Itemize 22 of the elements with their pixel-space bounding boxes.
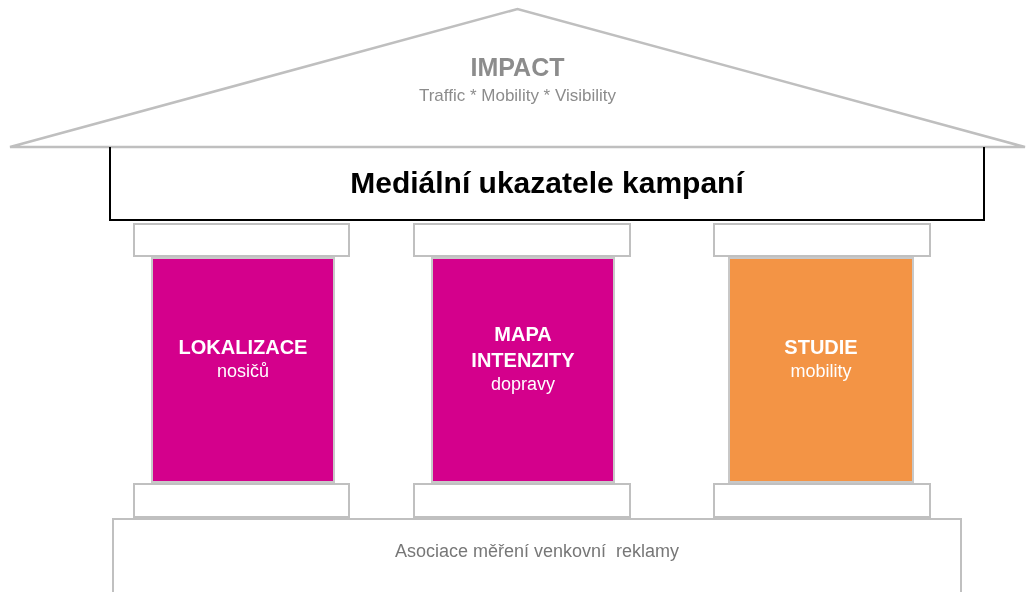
pillar-subtitle: dopravy	[490, 373, 555, 397]
column-slab	[133, 483, 350, 518]
column-slab	[413, 223, 631, 257]
pillar-subtitle: mobility	[790, 360, 852, 384]
column-slab	[713, 483, 931, 518]
pillar-title: MAPA INTENZITY	[470, 322, 576, 374]
pillar-title: STUDIE	[784, 335, 858, 361]
column-slab	[133, 223, 350, 257]
architrave-box	[109, 147, 985, 221]
column-slab	[413, 483, 631, 518]
pillar-box	[151, 257, 335, 483]
pillar-title: LOKALIZACE	[178, 335, 308, 361]
pillar-box	[431, 257, 615, 483]
pillar-subtitle: nosičů	[217, 360, 269, 384]
roof-title: IMPACT	[470, 52, 565, 83]
roof-subtitle: Traffic * Mobility * Visibility	[418, 85, 617, 107]
foundation-label: Asociace měření venkovní reklamy	[394, 539, 680, 563]
pillar-box	[728, 257, 914, 483]
foundation-box	[112, 518, 962, 592]
roof-triangle	[10, 8, 1025, 148]
architrave-title: Mediální ukazatele kampaní	[350, 165, 744, 202]
column-slab	[713, 223, 931, 257]
